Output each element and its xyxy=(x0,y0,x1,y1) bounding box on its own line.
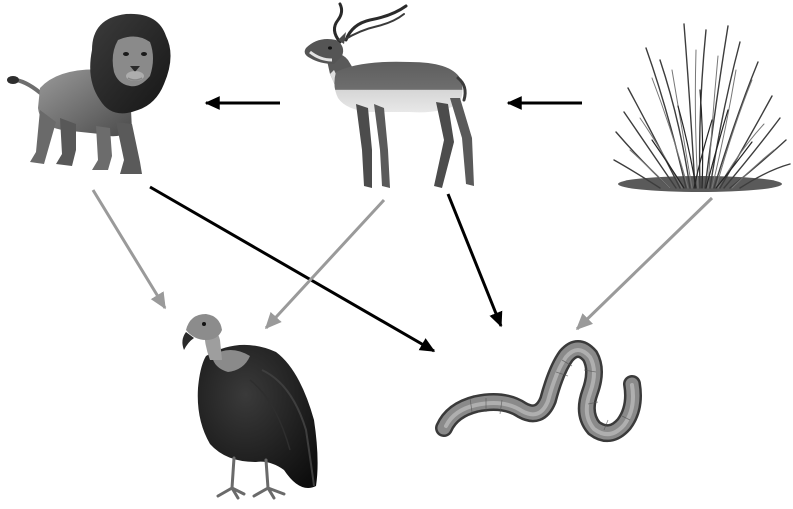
arrow-lion-to-vulture xyxy=(93,190,165,308)
arrows xyxy=(93,103,712,351)
lion-icon xyxy=(7,14,171,174)
antelope-icon xyxy=(305,4,474,188)
earthworm-icon xyxy=(444,349,633,434)
arrow-grass-to-worm xyxy=(577,198,712,329)
vulture-icon xyxy=(182,314,317,498)
grass-icon xyxy=(614,24,790,192)
arrow-antelope-to-worm xyxy=(448,194,501,326)
